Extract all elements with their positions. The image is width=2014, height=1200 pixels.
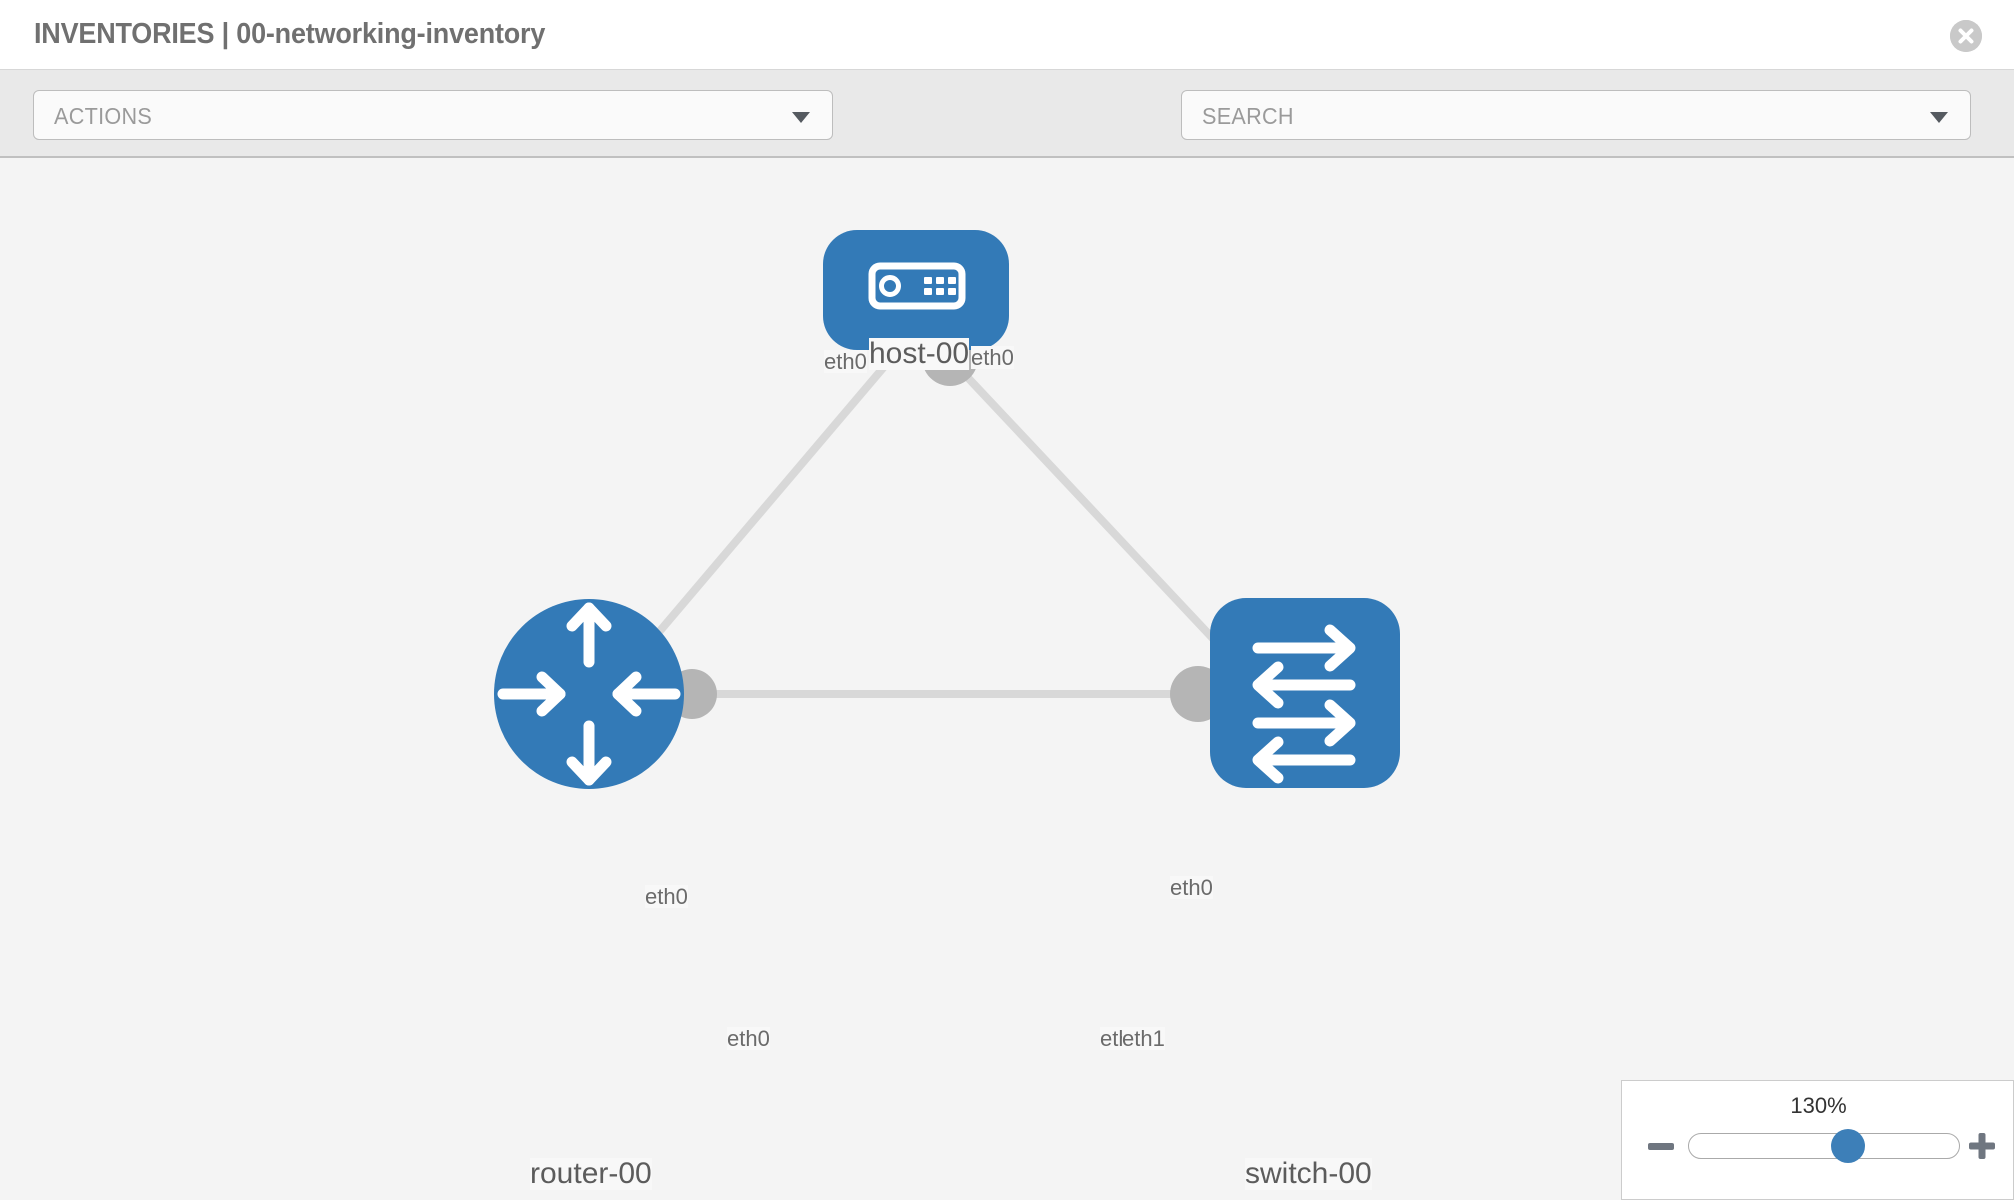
node-router-00[interactable]: [494, 599, 684, 789]
link-host-switch[interactable]: [937, 345, 1253, 681]
iface-label-router-up: eth0: [645, 884, 688, 909]
zoom-slider-handle[interactable]: [1831, 1129, 1866, 1163]
zoom-slider-track[interactable]: [1688, 1129, 1960, 1163]
zoom-out-button[interactable]: [1644, 1129, 1678, 1163]
zoom-level-label: 130%: [1790, 1093, 1847, 1118]
topology-canvas[interactable]: eth0 eth0 host-00 eth0 eth0 eth0 eth0 et…: [0, 158, 2014, 1200]
chevron-down-icon: [1930, 112, 1948, 123]
iface-label-host-left: eth0: [824, 349, 867, 374]
page-title: INVENTORIES | 00-networking-inventory: [34, 18, 546, 50]
node-label-switch-00: switch-00: [1245, 1157, 1372, 1190]
actions-dropdown-label: ACTIONS: [54, 103, 153, 129]
node-label-host-00: host-00: [869, 337, 970, 370]
close-button[interactable]: [1950, 20, 1982, 52]
node-label-router-00: router-00: [530, 1157, 652, 1190]
zoom-controls-panel: 130%: [1621, 1080, 2014, 1200]
iface-label-switch-left-front: eth1: [1122, 1026, 1165, 1051]
search-input[interactable]: SEARCH: [1181, 90, 1971, 140]
close-circle-icon: [1950, 20, 1982, 52]
iface-label-switch-up: eth0: [1170, 875, 1213, 900]
topology-graph: [494, 230, 1400, 789]
iface-label-host-right: eth0: [971, 345, 1014, 370]
search-placeholder: SEARCH: [1202, 103, 1294, 129]
node-host-00[interactable]: [823, 230, 1009, 350]
toolbar: ACTIONS SEARCH: [0, 70, 2014, 194]
actions-dropdown[interactable]: ACTIONS: [33, 90, 833, 140]
iface-label-router-right: eth0: [727, 1026, 770, 1051]
page-header: INVENTORIES | 00-networking-inventory: [0, 0, 2014, 70]
chevron-down-icon: [792, 112, 810, 123]
zoom-in-button[interactable]: [1965, 1129, 1999, 1163]
node-switch-00[interactable]: [1210, 598, 1400, 788]
plus-icon: [1969, 1133, 1995, 1159]
link-host-router[interactable]: [616, 345, 904, 681]
minus-icon: [1648, 1143, 1674, 1150]
